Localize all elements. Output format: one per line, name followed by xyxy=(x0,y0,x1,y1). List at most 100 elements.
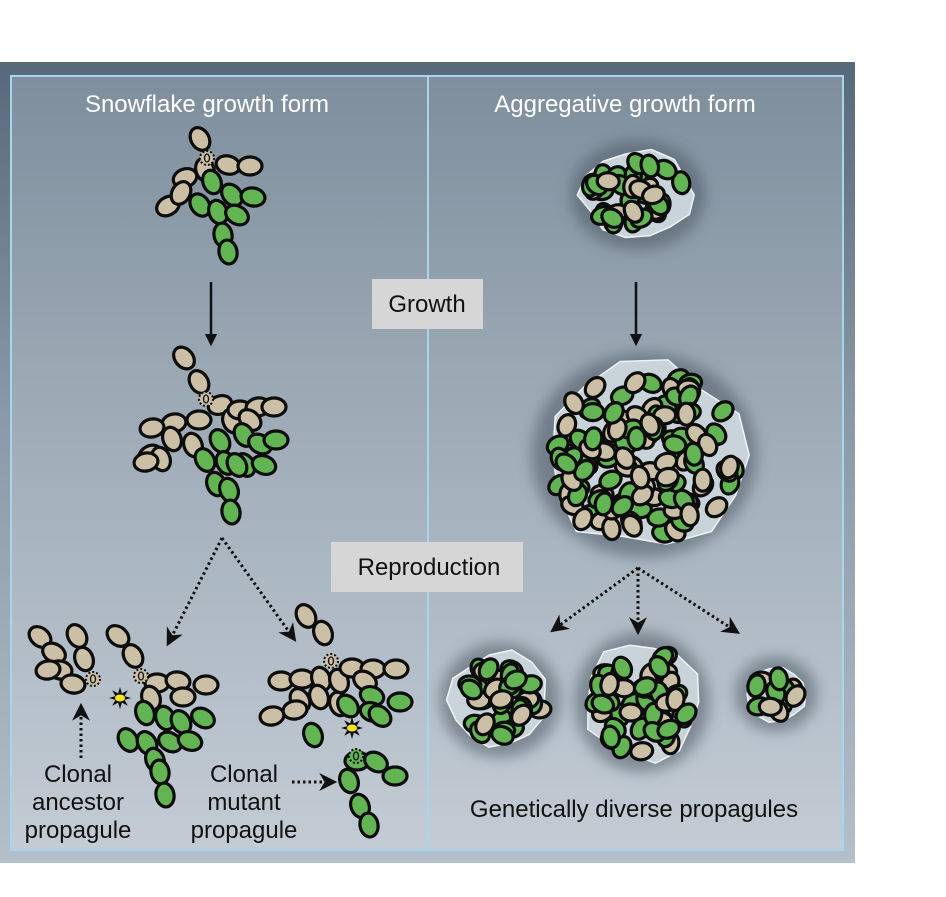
ancestor-cell xyxy=(618,702,644,723)
ancestor-cell xyxy=(172,345,196,371)
caption-clonal-ancestor: Clonal ancestor propagule xyxy=(25,761,132,844)
ancestor-cell xyxy=(294,603,318,629)
mutant-cell xyxy=(358,811,380,839)
mutant-cell xyxy=(768,666,790,692)
ancestor-cell xyxy=(639,412,661,437)
mutant-cell xyxy=(225,452,249,478)
caption-clonal-mutant: Clonal mutant propagule xyxy=(191,761,298,844)
ancestor-cell xyxy=(640,184,666,206)
ancestor-cell xyxy=(260,396,288,418)
caption-line: mutant xyxy=(207,789,281,816)
ancestor-cell xyxy=(34,659,62,681)
ancestor-cell xyxy=(169,180,193,206)
stage-label-growth: Growth xyxy=(372,279,483,329)
mutant-cell xyxy=(626,425,647,452)
mutant-cell xyxy=(133,699,157,727)
ancestor-cell xyxy=(655,466,680,488)
aggregate-cluster-grown xyxy=(531,352,757,558)
ancestor-cell xyxy=(132,451,160,473)
mutant-cell xyxy=(301,721,325,749)
ancestor-cell xyxy=(138,417,166,439)
split-arrow-agg-left xyxy=(550,566,639,633)
ancestor-cell xyxy=(621,513,644,538)
founder-scar xyxy=(352,751,360,761)
mutant-cell xyxy=(611,655,634,680)
caption-line: propagule xyxy=(25,817,132,844)
mutant-cell xyxy=(176,729,204,753)
mutant-cell xyxy=(154,781,176,809)
mutant-cell xyxy=(670,170,692,196)
split-arrow-left xyxy=(166,537,224,647)
mutant-cell xyxy=(648,655,671,679)
ancestor-cell xyxy=(192,674,220,696)
mutant-cell xyxy=(157,730,183,754)
mutant-cell xyxy=(367,704,393,728)
founder-cell xyxy=(85,671,101,687)
reproduction-label: Reproduction xyxy=(358,554,501,581)
ancestor-cell xyxy=(757,696,783,717)
founder-scar xyxy=(327,656,335,666)
ancestor-cell xyxy=(188,126,212,152)
mutant-cell xyxy=(239,186,267,208)
mutant-cell xyxy=(200,168,224,196)
ancestor-cell xyxy=(488,689,514,710)
ancestor-cell xyxy=(382,658,410,680)
ancestor-cell xyxy=(105,624,131,648)
ancestor-cell xyxy=(665,686,686,713)
ancestor-cell xyxy=(160,425,184,453)
mutant-cell xyxy=(610,495,634,518)
aggregate-propagule-middle xyxy=(574,632,710,772)
mutant-cell xyxy=(598,469,623,491)
dead-cell-core xyxy=(347,724,357,732)
dead-cell-core xyxy=(115,694,125,702)
mutant-cell xyxy=(217,238,239,266)
mutant-cell xyxy=(190,706,216,730)
ancestor-cell xyxy=(474,712,496,737)
mutant-cell xyxy=(193,447,217,473)
mutant-cell xyxy=(639,153,661,179)
ancestor-cell xyxy=(629,741,655,762)
ancestor-cell xyxy=(307,683,331,711)
mutant-cell xyxy=(580,401,606,423)
ancestor-cell xyxy=(692,467,713,493)
ancestor-cell xyxy=(311,619,335,647)
ancestor-cell xyxy=(563,391,585,416)
ancestor-cell xyxy=(676,401,697,427)
caption-genetically-diverse: Genetically diverse propagules xyxy=(470,796,798,823)
split-arrow-agg-right xyxy=(637,566,741,634)
mutant-cell xyxy=(220,182,244,208)
mutant-cell xyxy=(386,691,414,713)
ancestor-cell xyxy=(679,502,700,528)
stage-label-reproduction: Reproduction xyxy=(331,542,523,592)
founder-scar xyxy=(89,674,97,684)
mutant-cell xyxy=(632,676,658,698)
aggregate-propagule-left xyxy=(440,642,560,758)
mutant-cell xyxy=(503,669,528,691)
caption-line: propagule xyxy=(191,817,298,844)
mutant-cell xyxy=(656,718,681,740)
mutant-cell xyxy=(459,678,484,701)
growth-label-box xyxy=(372,279,483,329)
founder-scar xyxy=(137,671,145,681)
snowflake-cluster-grown xyxy=(132,345,290,526)
mutant-cell xyxy=(602,401,625,425)
caption-line: Clonal xyxy=(44,761,112,788)
mutant-cell xyxy=(337,767,361,795)
mutant-cell xyxy=(381,765,409,787)
mutant-cell xyxy=(583,426,604,452)
ancestor-cell xyxy=(236,155,264,177)
ancestor-cell xyxy=(704,496,729,519)
reproduction-label-box xyxy=(331,542,523,592)
ancestor-cell xyxy=(510,703,533,727)
snowflake-title: Snowflake growth form xyxy=(85,91,329,118)
mutant-cell xyxy=(746,673,767,699)
snowflake-cluster-initial xyxy=(155,126,267,266)
ancestor-cell xyxy=(613,446,636,470)
founder-cell xyxy=(323,653,339,669)
ancestor-cell xyxy=(169,686,197,708)
mutant-cell xyxy=(600,724,621,750)
founder-cell xyxy=(348,748,364,764)
mutant-cell xyxy=(600,207,625,229)
ancestor-cell xyxy=(583,375,607,400)
